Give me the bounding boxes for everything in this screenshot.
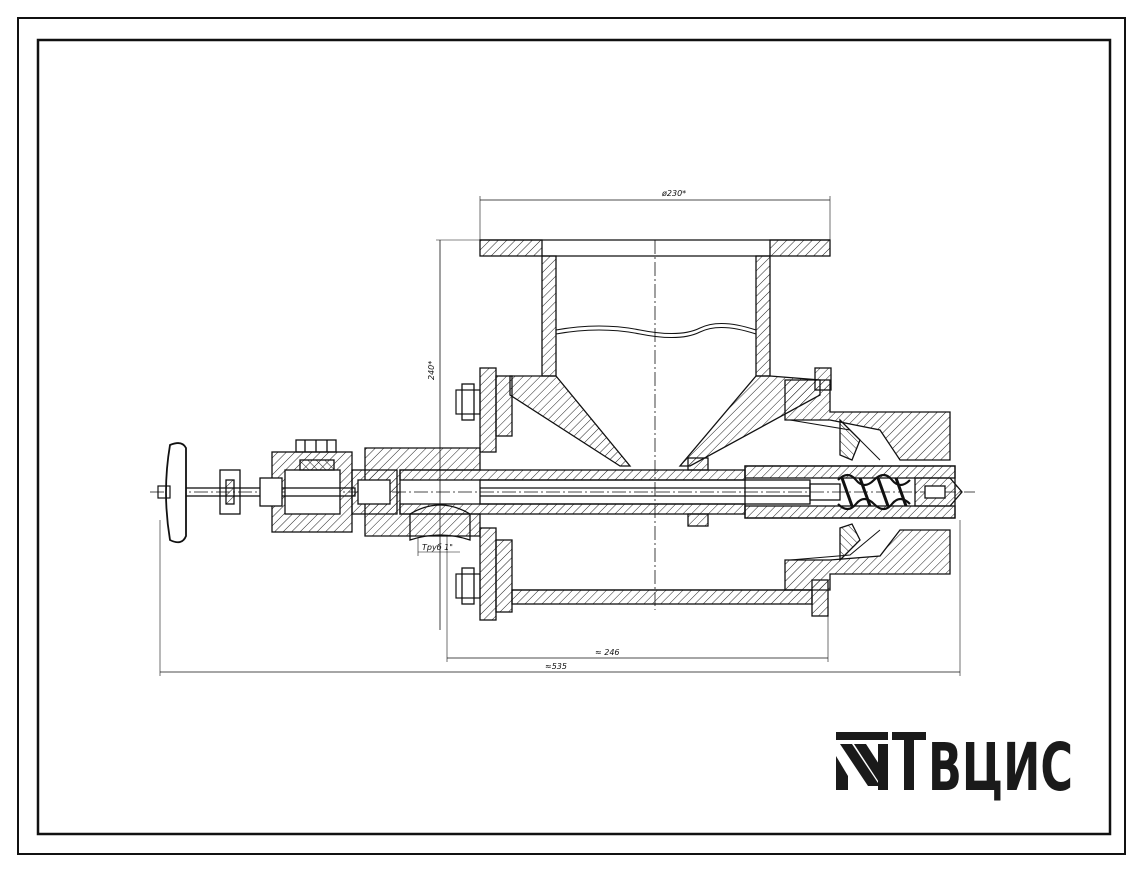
logo-text: ВЦИС: [928, 729, 1073, 806]
logo-emblem-icon: [836, 732, 926, 790]
dim-height: 240*: [427, 361, 436, 380]
inner-frame: [36, 38, 1112, 836]
assembly-drawing: [150, 196, 975, 676]
pipe-note: Труб 1": [422, 543, 453, 552]
organization-logo: ВЦИС: [836, 729, 1073, 806]
dim-body-length: ≈ 246: [595, 648, 620, 657]
dim-top-diameter: ø230*: [661, 189, 686, 198]
outer-frame: [17, 17, 1126, 855]
dim-total-length: ≈535: [545, 662, 567, 671]
